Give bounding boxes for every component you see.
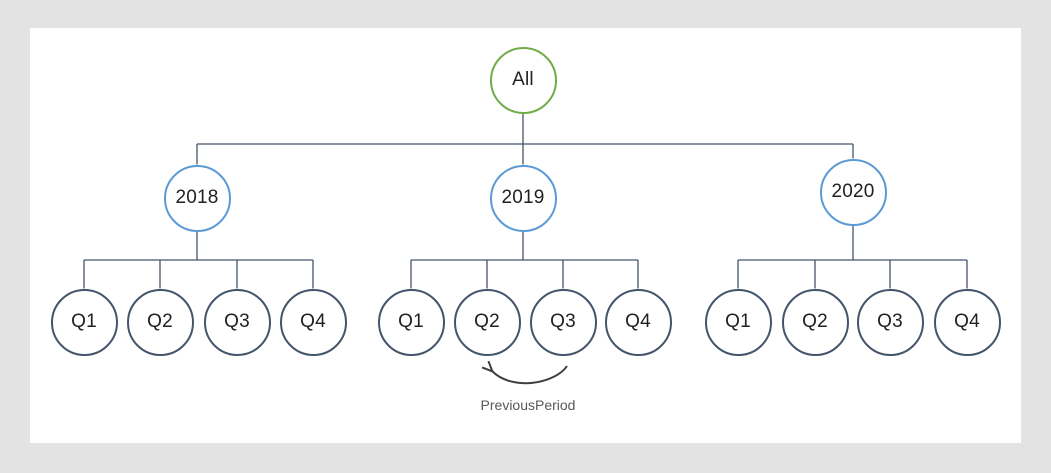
node-2018-q2: Q2 [126,288,194,356]
node-all: All [489,46,557,114]
node-2018-q4: Q4 [279,288,347,356]
node-2019-q4: Q4 [604,288,672,356]
node-2020-q1: Q1 [704,288,772,356]
node-2019-q3: Q3 [529,288,597,356]
node-2019-q1: Q1 [377,288,445,356]
node-2020-q2: Q2 [781,288,849,356]
node-2020-q4: Q4 [933,288,1001,356]
node-2020-q3: Q3 [856,288,924,356]
node-2018-q3: Q3 [203,288,271,356]
node-2018-q1: Q1 [50,288,118,356]
node-2019-q2: Q2 [453,288,521,356]
node-2019: 2019 [489,164,557,232]
previous-period-label: PreviousPeriod [480,397,576,413]
node-2018: 2018 [163,164,231,232]
node-2020: 2020 [819,158,887,226]
